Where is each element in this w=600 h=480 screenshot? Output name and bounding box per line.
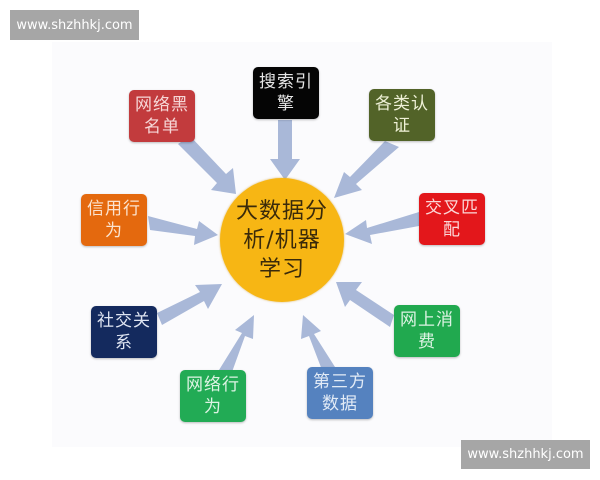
arrow-from-social-relations xyxy=(157,284,222,325)
arrow-from-network-blacklist xyxy=(178,136,236,194)
arrow-from-cross-matching xyxy=(345,212,419,244)
watermark-top-left: www.shzhhkj.com xyxy=(10,10,139,40)
arrow-from-online-consumption xyxy=(336,282,394,327)
node-social-relations: 社交关系 xyxy=(91,306,157,358)
node-network-behavior-label: 网络行为 xyxy=(186,375,240,417)
node-credit-behavior-label: 信用行为 xyxy=(87,199,141,241)
node-network-blacklist: 网络黑名单 xyxy=(129,90,195,142)
watermark-bottom-right: www.shzhhkj.com xyxy=(461,440,590,469)
arrow-from-certifications xyxy=(334,141,399,198)
node-third-party-data-label: 第三方数据 xyxy=(313,372,367,414)
watermark-top-left-text: www.shzhhkj.com xyxy=(16,17,133,33)
node-third-party-data: 第三方数据 xyxy=(307,367,373,419)
watermark-bottom-right-text: www.shzhhkj.com xyxy=(467,447,584,462)
node-cross-matching-label: 交叉匹配 xyxy=(425,198,479,240)
node-online-consumption-label: 网上消费 xyxy=(400,310,454,352)
center-hub: 大数据分析/机器学习 xyxy=(220,178,344,302)
node-certifications-label: 各类认证 xyxy=(375,94,429,136)
node-network-behavior: 网络行为 xyxy=(180,370,246,422)
arrow-from-search-engine xyxy=(270,120,300,180)
node-cross-matching: 交叉匹配 xyxy=(419,193,485,245)
node-network-blacklist-label: 网络黑名单 xyxy=(135,95,189,137)
node-online-consumption: 网上消费 xyxy=(394,305,460,357)
arrow-from-third-party-data xyxy=(301,315,335,370)
center-hub-label: 大数据分析/机器学习 xyxy=(235,198,328,282)
node-certifications: 各类认证 xyxy=(369,89,435,141)
node-social-relations-label: 社交关系 xyxy=(97,311,151,353)
arrow-from-credit-behavior xyxy=(148,216,218,245)
node-credit-behavior: 信用行为 xyxy=(81,194,147,246)
arrow-from-network-behavior xyxy=(219,315,254,372)
node-search-engine-label: 搜索引擎 xyxy=(259,72,313,114)
node-search-engine: 搜索引擎 xyxy=(253,67,319,119)
